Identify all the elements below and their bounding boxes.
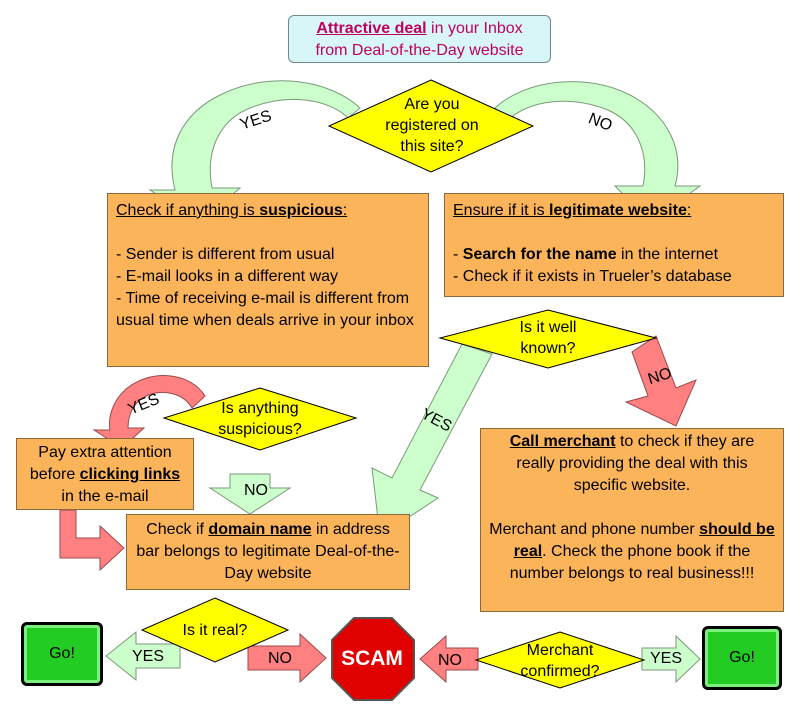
yes-curve-arrow — [148, 80, 361, 223]
no-label-d5: NO — [438, 652, 462, 669]
start-box: Attractive deal in your Inbox from Deal-… — [288, 15, 551, 63]
call-text-a: Call merchant — [509, 433, 616, 450]
start-highlight: Attractive deal — [316, 20, 427, 37]
no-label-d3: NO — [244, 482, 268, 499]
scam-label: SCAM — [341, 647, 403, 670]
start-rest: in your Inbox — [426, 20, 523, 37]
diamond-registered-text: Are you registered on this site? — [385, 95, 479, 155]
yes-red-curve-arrow — [92, 375, 206, 449]
no-left-arrow — [419, 634, 479, 684]
diamond-suspicious — [162, 387, 358, 451]
yes-label-d5: YES — [650, 650, 683, 667]
no-label-d4: NO — [268, 650, 292, 667]
legit-item-1-prefix: - — [453, 246, 463, 263]
suspicious-title-c: : — [342, 202, 348, 219]
pay-attention-box: Pay extra attention before clicking link… — [16, 438, 194, 510]
suspicious-item-1: - Sender is different from usual — [116, 246, 335, 263]
yes-diagonal-arrow — [371, 343, 493, 537]
legit-item-2: - Check if it exists in Trueler’s databa… — [453, 268, 732, 285]
domain-check-box: Check if domain name in address bar belo… — [126, 514, 410, 590]
scam-octagon — [331, 617, 415, 701]
suspicious-check-box: Check if anything is suspicious: - Sende… — [107, 193, 429, 367]
pay-text-b: clicking links — [79, 466, 181, 483]
domain-text-a: Check if — [146, 521, 209, 538]
suspicious-check-title: Check if anything is suspicious: — [116, 200, 420, 222]
legit-title-c: : — [686, 202, 692, 219]
diamond-merchant — [474, 631, 646, 689]
yes-left-arrow — [105, 630, 181, 682]
go-left-badge: Go! — [21, 622, 103, 686]
no-down-arrow — [208, 473, 292, 515]
domain-text-b: domain name — [208, 521, 312, 538]
suspicious-title-b: suspicious — [259, 202, 343, 219]
yes-right-arrow — [641, 634, 701, 684]
diamond-well-known-text: Is it well known? — [519, 319, 577, 357]
pay-text-c: in the e-mail — [61, 488, 149, 505]
diamond-real-text: Is it real? — [182, 621, 248, 639]
call-text-e: . Check the phone book if the number bel… — [509, 543, 755, 582]
legit-item-1-rest: in the internet — [616, 246, 719, 263]
call-text-c: Merchant and phone number — [489, 521, 700, 538]
suspicious-item-2: - E-mail looks in a different way — [116, 268, 339, 285]
go-right-badge: Go! — [702, 626, 782, 690]
no-right-arrow — [247, 632, 327, 684]
diamond-merchant-text: Merchant confirmed? — [520, 642, 600, 680]
no-curve-arrow — [494, 81, 702, 223]
call-text-b: to check if they are really providing th… — [516, 433, 755, 494]
start-line2: from Deal-of-the-Day website — [315, 42, 524, 59]
diamond-suspicious-text: Is anything suspicious? — [218, 400, 302, 438]
pay-to-domain-arrow — [59, 509, 125, 572]
no-red-arrow — [624, 335, 697, 427]
diamond-real — [140, 597, 290, 663]
diamond-registered — [327, 79, 535, 173]
call-merchant-box: Call merchant to check if they are reall… — [480, 428, 784, 612]
pay-text-a: Pay extra attention before — [29, 444, 172, 483]
call-text-d: should be real — [513, 521, 775, 560]
yes-label-d4: YES — [132, 648, 165, 665]
legit-item-1-bold: Search for the name — [462, 246, 617, 263]
legitimate-check-box: Ensure if it is legitimate website: - Se… — [444, 193, 784, 297]
domain-text-c: in address bar belongs to legitimate Dea… — [136, 521, 400, 582]
legit-title-b: legitimate website — [549, 202, 687, 219]
diamond-well-known — [438, 309, 658, 369]
suspicious-title-a: Check if anything is — [116, 202, 260, 219]
legit-title-a: Ensure if it is — [453, 202, 550, 219]
suspicious-item-3: - Time of receiving e-mail is different … — [116, 290, 414, 329]
